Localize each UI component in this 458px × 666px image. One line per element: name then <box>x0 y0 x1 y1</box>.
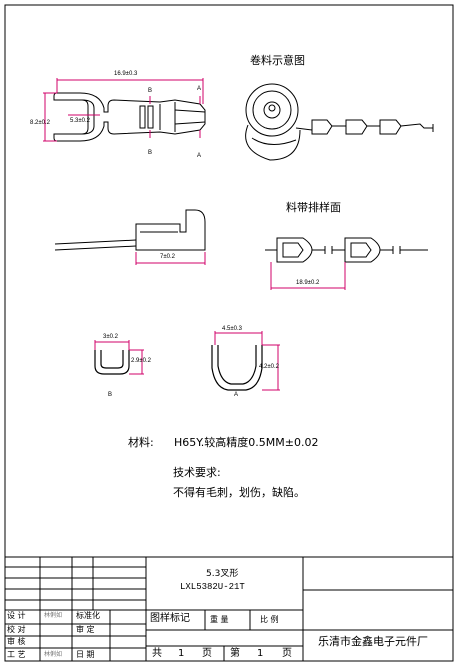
terminal-side-view <box>54 209 206 251</box>
strip-layout-view <box>265 237 428 263</box>
section-b-width-dim: 3±0.2 <box>103 334 118 340</box>
height-dim: 8.2±0.2 <box>30 120 50 126</box>
side-view-dimension <box>135 252 206 265</box>
row-signer-process: 林俐如 <box>44 651 63 658</box>
section-a-width-dim: 4.5±0.3 <box>222 326 242 332</box>
sheet-number: 1 <box>257 648 264 659</box>
row-extra-design: 标准化 <box>76 611 100 620</box>
sheet-label: 第 <box>230 648 240 659</box>
total-page-label: 页 <box>202 648 212 659</box>
terminal-top-view <box>53 92 206 142</box>
row-extra-process: 日 期 <box>76 650 95 659</box>
total-number: 1 <box>178 648 185 659</box>
weight-label: 重 量 <box>210 615 229 624</box>
section-a-bottom-marker: A <box>197 153 202 159</box>
part-code: LXL5382U-21T <box>180 582 245 592</box>
section-b-label: B <box>108 392 113 398</box>
material-value: H65Y.较高精度0.5MM±0.02 <box>174 436 319 449</box>
section-b <box>94 350 130 375</box>
section-b-height-dim: 2.9±0.2 <box>131 358 151 364</box>
row-role-review: 审 核 <box>7 637 26 646</box>
slot-width-dim: 5.3±0.2 <box>70 118 90 124</box>
row-signer-design: 林俐如 <box>44 612 63 619</box>
section-b-top-marker: B <box>148 88 153 94</box>
sample-mark-label: 图样标记 <box>150 613 190 624</box>
sheet-border <box>4 4 454 662</box>
strip-dimension <box>270 262 346 290</box>
section-b-dimensions <box>94 340 144 375</box>
section-a-height-dim: 4.2±0.2 <box>259 364 279 370</box>
pitch-dim: 18.9±0.2 <box>296 280 320 286</box>
section-a-top-marker: A <box>197 86 202 92</box>
row-role-check: 校 对 <box>7 625 26 634</box>
tech-requirements-body: 不得有毛刺，划伤，缺陷。 <box>173 486 305 499</box>
scale-label: 比 例 <box>260 615 279 624</box>
section-a <box>211 345 263 391</box>
material-label: 材料: <box>128 436 154 449</box>
title-block-grid <box>5 556 453 661</box>
top-view-dimensions <box>43 78 204 142</box>
coil-view <box>245 83 434 161</box>
section-b-bottom-marker: B <box>148 150 153 156</box>
total-label: 共 <box>152 648 162 659</box>
section-a-dimensions <box>214 331 280 391</box>
sheet-page-label: 页 <box>282 648 292 659</box>
part-name: 5.3叉形 <box>206 569 239 579</box>
company-name: 乐清市金鑫电子元件厂 <box>318 635 428 648</box>
row-extra-review: 审 定 <box>76 625 95 634</box>
strip-view-title: 料带排样面 <box>286 201 341 214</box>
tech-requirements-title: 技术要求: <box>173 466 221 479</box>
coil-view-title: 卷料示意图 <box>250 54 305 67</box>
section-a-label: A <box>234 392 239 398</box>
overall-length-dim: 16.9±0.3 <box>114 71 138 77</box>
row-role-design: 设 计 <box>7 611 26 620</box>
row-role-process: 工 艺 <box>7 650 26 659</box>
side-length-dim: 7±0.2 <box>160 254 175 260</box>
